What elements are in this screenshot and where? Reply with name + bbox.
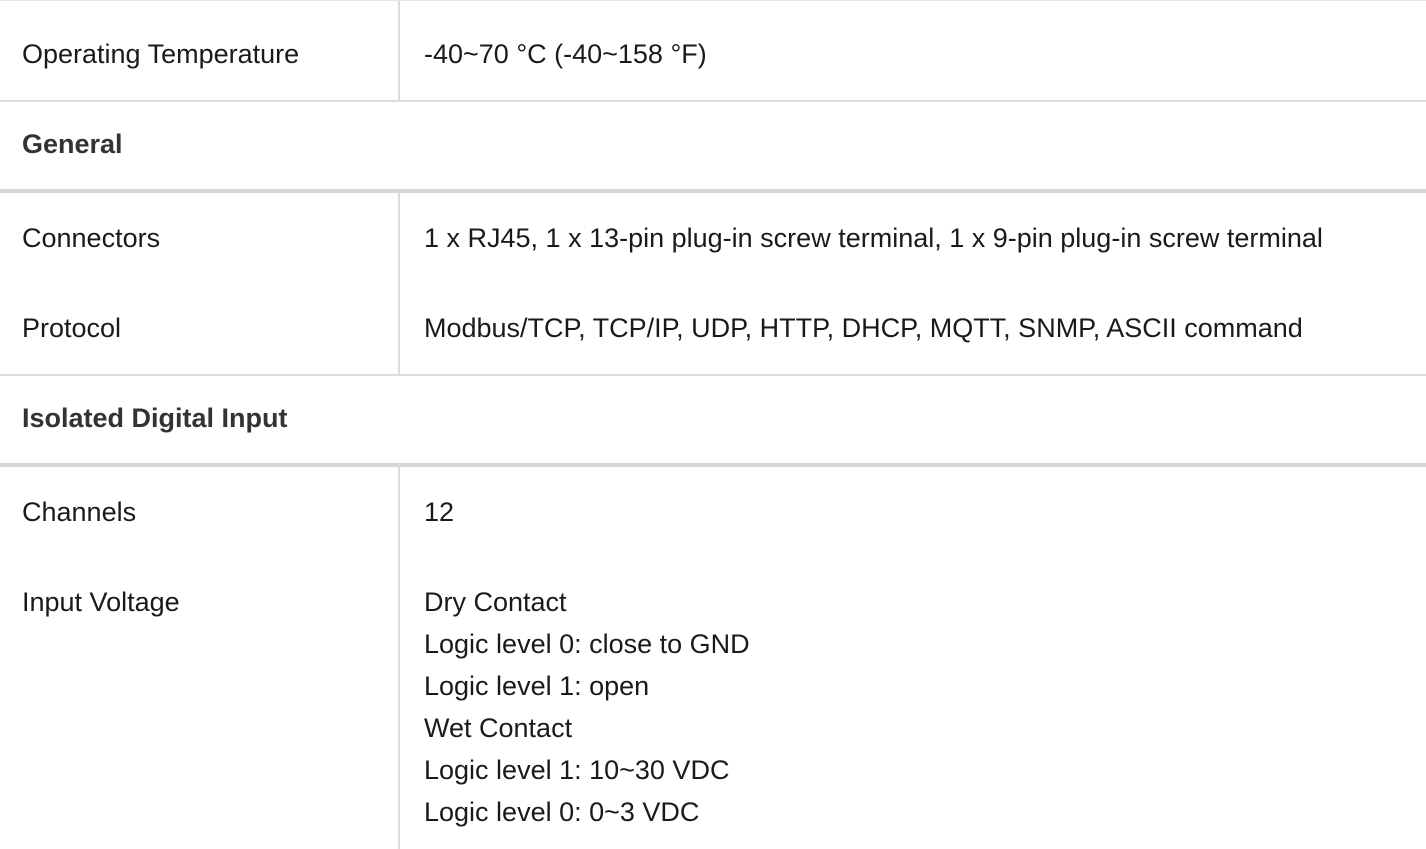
spec-value-operating-temperature: -40~70 °C (-40~158 °F) — [424, 39, 707, 69]
input-voltage-line: Wet Contact — [424, 713, 573, 743]
spec-value-channels: 12 — [424, 497, 455, 527]
spec-label-channels: Channels — [22, 497, 137, 527]
input-voltage-line: Logic level 0: close to GND — [424, 629, 750, 659]
section-title-isolated-digital-input: Isolated Digital Input — [22, 403, 288, 433]
spec-label-input-voltage: Input Voltage — [22, 587, 180, 617]
spec-value-input-voltage: Dry Contact Logic level 0: close to GND … — [424, 581, 750, 833]
spec-value-connectors: 1 x RJ45, 1 x 13-pin plug-in screw termi… — [424, 223, 1323, 253]
section-divider — [0, 189, 1426, 193]
column-divider — [398, 193, 400, 375]
input-voltage-line: Logic level 0: 0~3 VDC — [424, 797, 700, 827]
spec-label-operating-temperature: Operating Temperature — [22, 39, 300, 69]
column-divider — [398, 467, 400, 849]
spec-label-connectors: Connectors — [22, 223, 161, 253]
column-divider — [398, 1, 400, 101]
row-divider — [0, 374, 1426, 376]
section-title-general: General — [22, 129, 123, 159]
section-divider — [0, 463, 1426, 467]
input-voltage-line: Dry Contact — [424, 587, 567, 617]
spec-value-protocol: Modbus/TCP, TCP/IP, UDP, HTTP, DHCP, MQT… — [424, 313, 1303, 343]
spec-label-protocol: Protocol — [22, 313, 122, 343]
input-voltage-line: Logic level 1: 10~30 VDC — [424, 755, 730, 785]
input-voltage-line: Logic level 1: open — [424, 671, 650, 701]
row-divider — [0, 100, 1426, 102]
